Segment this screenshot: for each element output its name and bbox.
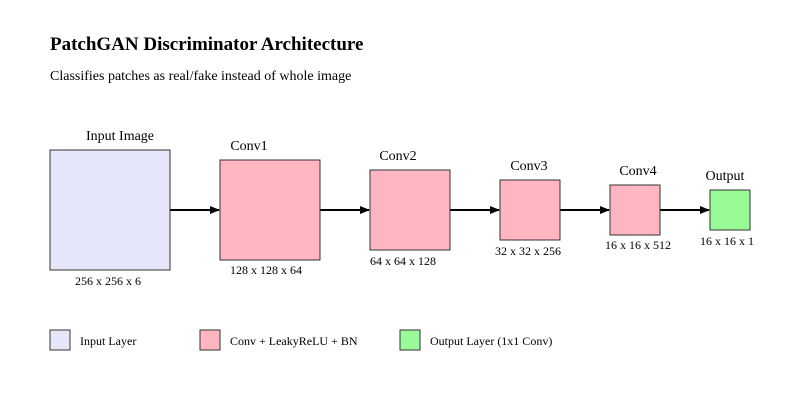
layer-input-dims: 256 x 256 x 6 (75, 274, 141, 288)
layer-conv4-box (609, 184, 661, 236)
layer-conv3-dims: 32 x 32 x 256 (495, 244, 561, 258)
legend-item-conv: Conv + LeakyReLU + BN (199, 329, 358, 351)
layer-output-label: Output (706, 169, 745, 184)
legend: Input Layer Conv + LeakyReLU + BN Output… (49, 329, 552, 351)
layer-output-dims: 16 x 16 x 1 (700, 234, 754, 248)
legend-swatch-conv (199, 329, 221, 351)
layer-conv1-dims: 128 x 128 x 64 (230, 263, 302, 277)
layer-conv2-box (369, 169, 451, 251)
layer-output-box (709, 189, 751, 231)
layer-conv2-dims: 64 x 64 x 128 (370, 254, 436, 268)
page-subtitle: Classifies patches as real/fake instead … (50, 69, 351, 84)
legend-label-input: Input Layer (80, 334, 136, 348)
legend-swatch-output (399, 329, 421, 351)
layer-input: Input Image 256 x 256 x 6 (49, 129, 171, 288)
layer-conv4: Conv4 16 x 16 x 512 (605, 164, 671, 252)
layer-conv3-label: Conv3 (510, 159, 547, 174)
layer-conv1: Conv1 128 x 128 x 64 (219, 139, 321, 277)
layer-conv1-label: Conv1 (230, 139, 267, 154)
legend-item-input: Input Layer (49, 329, 136, 351)
layer-conv3-box (499, 179, 561, 241)
legend-label-output: Output Layer (1x1 Conv) (430, 334, 552, 348)
layer-input-label: Input Image (86, 129, 154, 144)
layer-conv3: Conv3 32 x 32 x 256 (495, 159, 561, 258)
layer-conv2-label: Conv2 (379, 149, 416, 164)
page-title: PatchGAN Discriminator Architecture (50, 34, 363, 55)
layer-output: Output 16 x 16 x 1 (700, 169, 754, 248)
legend-swatch-input (49, 329, 71, 351)
legend-label-conv: Conv + LeakyReLU + BN (230, 334, 358, 348)
layer-conv1-box (219, 159, 321, 261)
legend-item-output: Output Layer (1x1 Conv) (399, 329, 552, 351)
layer-conv4-dims: 16 x 16 x 512 (605, 238, 671, 252)
layer-input-box (49, 149, 171, 271)
layer-conv2: Conv2 64 x 64 x 128 (369, 149, 451, 268)
layer-conv4-label: Conv4 (619, 164, 656, 179)
